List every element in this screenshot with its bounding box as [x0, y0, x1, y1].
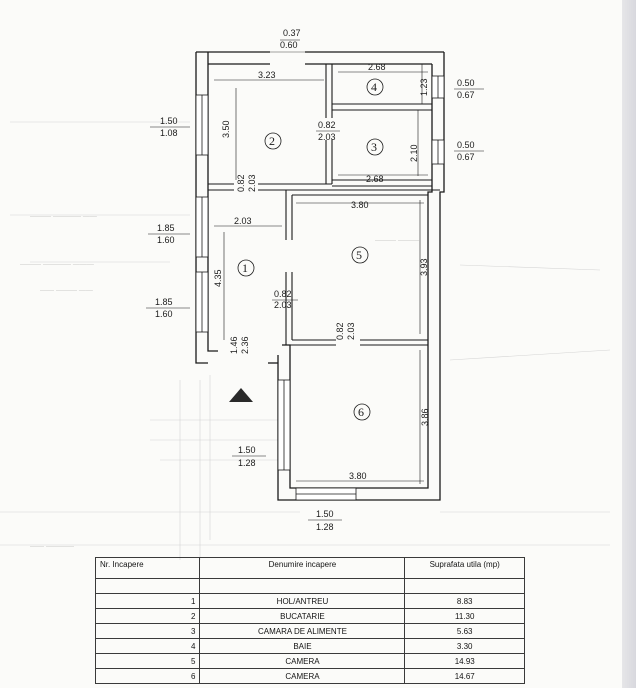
dim-door-room1-room5-width: 0.82 [274, 289, 292, 299]
dim-room1-height: 4.35 [213, 269, 223, 287]
dim-door-room2-room3-height: 2.03 [318, 132, 336, 142]
dim-window-room6-left-width: 1.50 [238, 445, 256, 455]
header-name: Denumire incapere [199, 557, 406, 579]
table-row: 3 CAMARA DE ALIMENTE 5.63 [94, 623, 525, 639]
header-nr: Nr. Incapere [94, 557, 201, 579]
row-area: 3.30 [404, 638, 525, 654]
dim-top-door-width: 0.37 [283, 28, 301, 38]
room-area-table: Nr. Incapere Denumire incapere Suprafata… [94, 557, 525, 684]
row-name: CAMERA [199, 653, 406, 669]
dim-door-room5-room6-height: 2.03 [346, 322, 356, 340]
row-name: BAIE [199, 638, 406, 654]
dim-window-room1-upper-height: 1.60 [157, 235, 175, 245]
row-nr: 3 [94, 623, 201, 639]
windows [195, 75, 445, 501]
dim-window-room6-bottom-height: 1.28 [316, 522, 334, 532]
svg-text:—— ————: —— ———— [30, 543, 74, 550]
row-nr: 6 [94, 668, 201, 684]
interior-walls [208, 64, 440, 346]
dim-window-room6-left-height: 1.28 [238, 458, 256, 468]
room-number-1: 1 [242, 261, 248, 275]
row-area: 11.30 [404, 608, 525, 624]
room-number-2: 2 [269, 134, 275, 148]
room-number-6: 6 [358, 405, 364, 419]
dim-entrance-door-width: 1.46 [229, 336, 239, 354]
floor-plan: ——— ———— —— ——— ———— ——— ——— ——— —— ——— … [0, 28, 611, 560]
table-row: 5 CAMERA 14.93 [94, 653, 525, 669]
dim-room5-width: 3.80 [351, 200, 369, 210]
row-area: 14.93 [404, 653, 525, 669]
dim-room3-width: 2.68 [366, 174, 384, 184]
row-name: BUCATARIE [199, 608, 406, 624]
table-row: 2 BUCATARIE 11.30 [94, 608, 525, 624]
dim-window-room2-width: 1.50 [160, 116, 178, 126]
svg-text:——— ———: ——— ——— [375, 237, 419, 244]
row-area: 14.67 [404, 668, 525, 684]
row-nr: 4 [94, 638, 201, 654]
spacer-cell [94, 578, 201, 594]
dim-entrance-door-height: 2.36 [240, 336, 250, 354]
dim-window-room4-width: 0.50 [457, 78, 475, 88]
table-spacer-row [94, 578, 525, 594]
page-edge [622, 0, 636, 688]
dim-door-room2-room3-width: 0.82 [318, 120, 336, 130]
table-row: 6 CAMERA 14.67 [94, 668, 525, 684]
row-nr: 1 [94, 593, 201, 609]
row-nr: 5 [94, 653, 201, 669]
dim-room4-height: 1.23 [419, 78, 429, 96]
svg-text:——— ———— ——: ——— ———— —— [30, 213, 97, 220]
room-number-3: 3 [371, 140, 377, 154]
dim-window-room1-lower-height: 1.60 [155, 309, 173, 319]
room-number-4: 4 [371, 80, 377, 94]
dim-top-door-height: 0.60 [280, 40, 298, 50]
table-row: 1 HOL/ANTREU 8.83 [94, 593, 525, 609]
row-name: CAMERA [199, 668, 406, 684]
dim-window-room3-width: 0.50 [457, 140, 475, 150]
dim-window-room1-lower-width: 1.85 [155, 297, 173, 307]
dim-room1-width: 2.03 [234, 216, 252, 226]
dim-window-room3-height: 0.67 [457, 152, 475, 162]
background-faint-text: ——— ———— —— ——— ———— ——— ——— ——— —— ——— … [20, 213, 419, 550]
table-row: 4 BAIE 3.30 [94, 638, 525, 654]
dim-room2-height: 3.50 [221, 120, 231, 138]
header-area: Suprafata utila (mp) [404, 557, 525, 579]
dim-room4-width: 2.68 [368, 62, 386, 72]
dim-door-room1-room5-height: 2.03 [274, 300, 292, 310]
background-artefacts [0, 121, 611, 560]
dim-room3-height: 2.10 [409, 144, 419, 162]
dim-door-room5-room6-width: 0.82 [335, 322, 345, 340]
room-number-5: 5 [356, 248, 362, 262]
dim-room2-width: 3.23 [258, 70, 276, 80]
row-name: CAMARA DE ALIMENTE [199, 623, 406, 639]
svg-text:——— ———— ———: ——— ———— ——— [20, 261, 94, 268]
dim-window-room2-height: 1.08 [160, 128, 178, 138]
dim-window-room1-upper-width: 1.85 [157, 223, 175, 233]
dim-window-room6-bottom-width: 1.50 [316, 509, 334, 519]
row-name: HOL/ANTREU [199, 593, 406, 609]
row-nr: 2 [94, 608, 201, 624]
spacer-cell [199, 578, 406, 594]
row-area: 8.83 [404, 593, 525, 609]
room-markers [237, 78, 384, 421]
dim-room6-height: 3.86 [420, 408, 430, 426]
dim-room6-width: 3.80 [349, 471, 367, 481]
entrance-arrow-icon [229, 388, 253, 402]
svg-text:—— ——— ——: —— ——— —— [40, 287, 93, 294]
dim-door-room1-room2-height: 2.03 [247, 174, 257, 192]
dim-door-room1-room2-width: 0.82 [236, 174, 246, 192]
spacer-cell [404, 578, 525, 594]
inner-dimension-lines [214, 51, 428, 484]
dim-window-room4-height: 0.67 [457, 90, 475, 100]
dim-room5-height: 3.93 [419, 258, 429, 276]
table-header-row: Nr. Incapere Denumire incapere Suprafata… [94, 557, 525, 579]
row-area: 5.63 [404, 623, 525, 639]
